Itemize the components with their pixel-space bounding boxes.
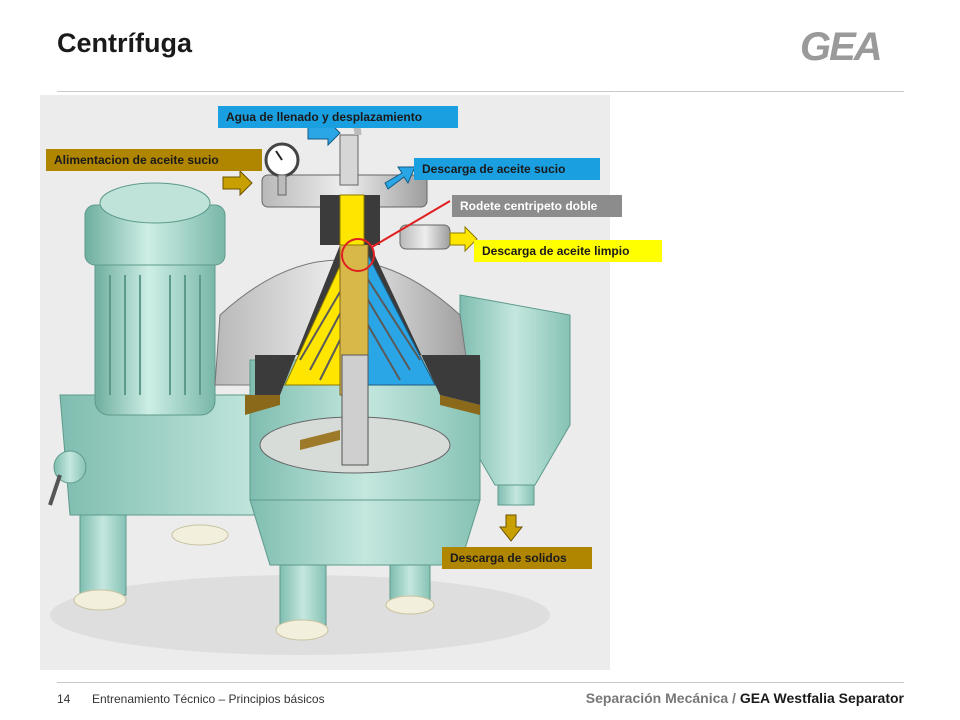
gea-logo-text: GEA (800, 25, 881, 68)
pressure-gauge-icon (264, 142, 300, 196)
label-descarga-limpio: Descarga de aceite limpio (474, 240, 662, 262)
footer-course: Entrenamiento Técnico – Principios básic… (92, 692, 325, 706)
side-handwheel (48, 450, 87, 506)
slide-title: Centrífuga (57, 28, 192, 58)
centrifuge-illustration (40, 95, 610, 670)
electric-motor (84, 182, 226, 416)
label-descarga-solidos: Descarga de solidos (442, 547, 592, 569)
brand-separator: / (728, 690, 740, 706)
page-number: 14 (57, 692, 71, 706)
label-descarga-sucio: Descarga de aceite sucio (414, 158, 600, 180)
gea-logo-icon: GEA (800, 25, 883, 68)
brand-right: GEA Westfalia Separator (739, 690, 904, 706)
brand-left: Separación Mecánica (585, 690, 729, 706)
solids-hopper (459, 294, 571, 506)
footer-brand: Separación Mecánica / GEA Westfalia Sepa… (586, 690, 904, 706)
bowl-cutaway (245, 224, 480, 474)
flow-arrow-icon (222, 119, 524, 542)
label-agua-llenado: Agua de llenado y desplazamiento (218, 106, 458, 128)
top-divider (57, 91, 904, 92)
bottom-divider (57, 682, 904, 683)
label-rodete: Rodete centripeto doble (452, 195, 622, 217)
rodete-callout (341, 200, 451, 272)
label-alimentacion: Alimentacion de aceite sucio (46, 149, 262, 171)
